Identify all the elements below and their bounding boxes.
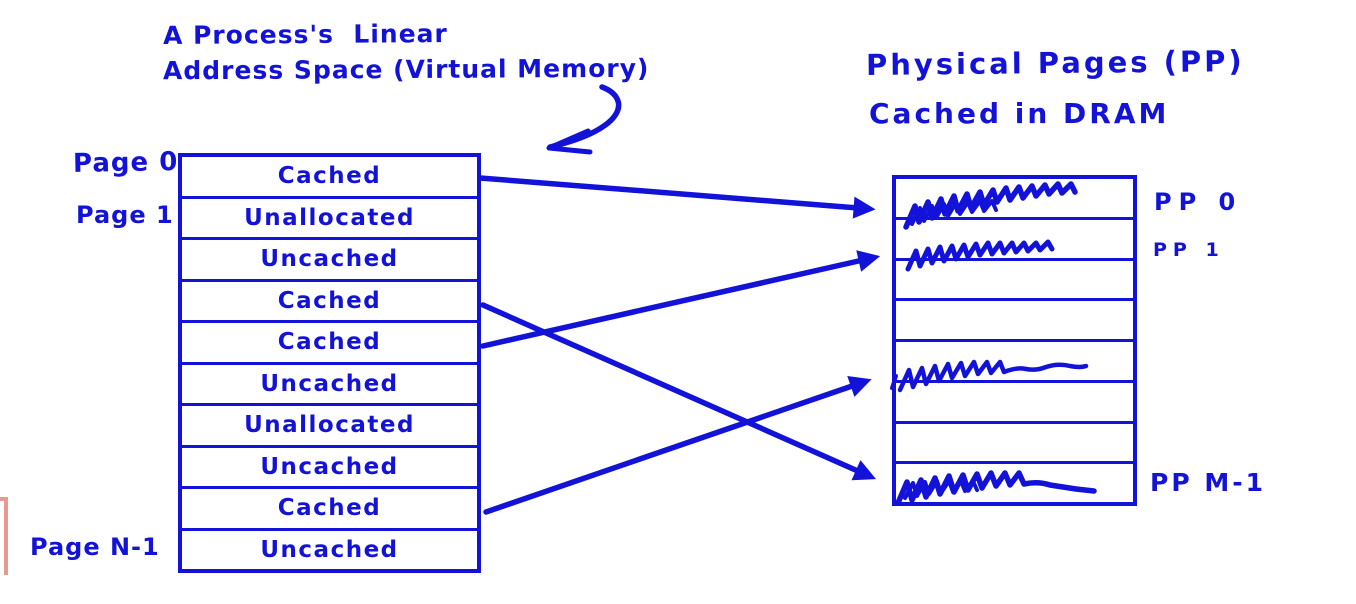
vp-row-8: Cached [182, 489, 477, 531]
vp-row-1: Unallocated [182, 199, 477, 240]
scribble-ppm1 [895, 470, 1097, 506]
pp-row-1 [896, 220, 1133, 261]
right-title-line2: Cached in DRAM [869, 97, 1170, 130]
vp-row-9: Uncached [260, 536, 399, 563]
vp-row-6: Unallocated [182, 406, 477, 448]
pp-row-2 [896, 261, 1133, 302]
pp-0-label: PP 0 [1154, 188, 1243, 216]
scribble-ppm1-overpass [903, 479, 979, 500]
vp-row-0: Cached [182, 157, 477, 199]
pp-1-label: PP 1 [1153, 239, 1225, 261]
vp-row-3: Cached [182, 282, 477, 323]
pp-m-1-label: PP M-1 [1150, 468, 1266, 497]
title-swoosh-arrowhead [546, 128, 593, 155]
scribble-pp0-overpass [910, 199, 998, 226]
pp-row-5 [896, 383, 1133, 424]
scribble-pp-middle [897, 359, 1089, 393]
vp-row-5: Uncached [182, 365, 477, 406]
pp-row-0 [896, 179, 1133, 220]
arrow-vp3-to-ppm1 [480, 302, 877, 481]
scribble-pp1 [905, 239, 1055, 272]
virtual-address-space-table: Cached Unallocated Uncached Cached Cache… [178, 153, 481, 573]
vp-row-2: Uncached [182, 240, 477, 282]
arrow-vp0-to-pp0 [477, 175, 876, 219]
clipped-highlight-rect [0, 497, 8, 575]
pp-row-3 [896, 301, 1133, 342]
arrow-vp8-to-pprow5 [483, 376, 872, 515]
page-1-label: Page 1 [76, 201, 174, 229]
vp-row-7: Uncached [182, 448, 477, 489]
scribble-pp-middle-tick [890, 374, 898, 390]
vp-row-4: Cached [182, 323, 477, 365]
title-swoosh-arrow [547, 84, 622, 150]
page-n-1-label: Page N-1 [30, 533, 160, 561]
pp-row-6 [896, 424, 1133, 465]
pp-row-4 [896, 342, 1133, 383]
physical-pages-table [892, 175, 1137, 506]
